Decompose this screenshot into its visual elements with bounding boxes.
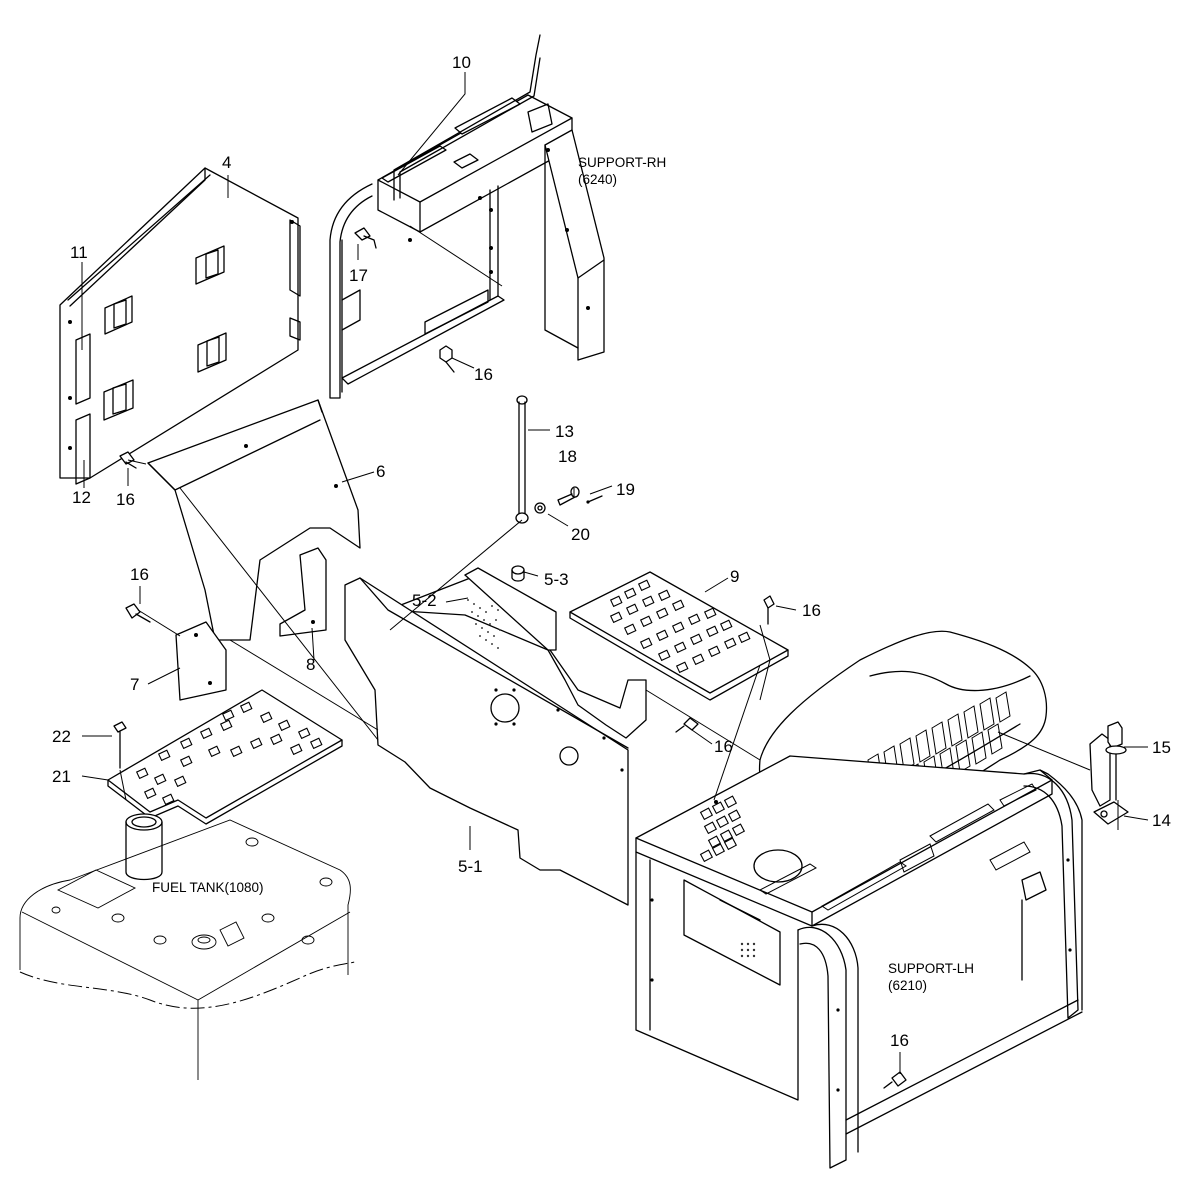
label-20: 20 (571, 525, 590, 544)
label-15: 15 (1152, 738, 1171, 757)
part-6-plate (147, 399, 361, 641)
label-21: 21 (52, 767, 71, 786)
fuel-tank (19, 813, 356, 1080)
pin-19 (586, 495, 603, 504)
part-14-latch (1089, 733, 1129, 825)
label-9: 9 (730, 567, 739, 586)
pin-18 (557, 486, 580, 506)
label-17: 17 (349, 266, 368, 285)
support-rh-frame (329, 94, 605, 399)
label-support-rh-code: (6240) (578, 172, 617, 187)
label-12: 12 (72, 488, 91, 507)
label-support-lh-code: (6210) (888, 978, 927, 993)
label-11: 11 (70, 243, 88, 262)
part-5-1-panel (344, 577, 629, 906)
bolt-16-a (439, 345, 455, 373)
part-21-plate (107, 689, 343, 825)
part-10-rod (393, 34, 541, 201)
label-16-c: 16 (130, 565, 149, 584)
nut-5-3 (511, 565, 525, 582)
label-fuel-tank: FUEL TANK(1080) (152, 880, 264, 895)
label-14: 14 (1152, 811, 1171, 830)
label-10: 10 (452, 53, 471, 72)
washer-20 (534, 502, 546, 514)
label-19: 19 (616, 480, 635, 499)
part-7-bracket (175, 621, 227, 701)
label-16-b: 16 (116, 490, 135, 509)
part-9-plate (569, 571, 789, 701)
part-8-bracket (279, 547, 327, 637)
callout-leaders (81, 72, 1149, 1074)
part-15-stud (1105, 721, 1127, 801)
bolt-16-f (883, 1071, 907, 1089)
label-18: 18 (558, 447, 577, 466)
label-5-1: 5-1 (458, 857, 483, 876)
label-16-a: 16 (474, 365, 493, 384)
bolt-16-c (125, 603, 151, 623)
label-16-e: 16 (714, 737, 733, 756)
part-13-rod (515, 395, 529, 524)
label-22: 22 (52, 727, 71, 746)
label-8: 8 (306, 655, 315, 674)
bolt-17 (354, 227, 377, 249)
label-13: 13 (555, 422, 574, 441)
label-support-lh: SUPPORT-LH (888, 961, 974, 976)
label-7: 7 (130, 675, 139, 694)
label-16-f: 16 (890, 1031, 909, 1050)
support-lh-frame (635, 755, 1083, 1169)
bolt-16-e (675, 717, 699, 733)
assembly-lines (119, 225, 1119, 830)
label-5-2: 5-2 (412, 591, 437, 610)
label-5-3: 5-3 (544, 570, 569, 589)
label-16-d: 16 (802, 601, 821, 620)
bolt-16-d (763, 595, 775, 625)
label-support-rh: SUPPORT-RH (578, 155, 666, 170)
label-4: 4 (222, 153, 231, 172)
label-6: 6 (376, 462, 385, 481)
bolt-22 (113, 721, 127, 769)
callout-labels: 10 4 11 17 16 12 16 6 13 18 19 20 5-3 5-… (52, 53, 1171, 1050)
part-5-2-panel (387, 567, 647, 739)
part-4-panel (59, 167, 301, 485)
